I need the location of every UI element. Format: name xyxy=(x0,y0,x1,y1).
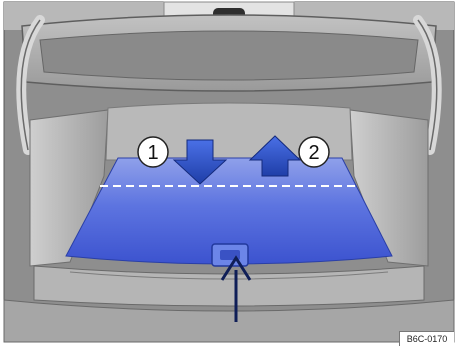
callout-1: 1 xyxy=(138,137,168,167)
figure-reference-code: B6C-0170 xyxy=(399,331,454,346)
callout-1-label: 1 xyxy=(147,142,158,164)
callout-2-label: 2 xyxy=(308,142,319,164)
callout-2: 2 xyxy=(299,137,329,167)
trunk-lid-inner xyxy=(40,31,418,80)
